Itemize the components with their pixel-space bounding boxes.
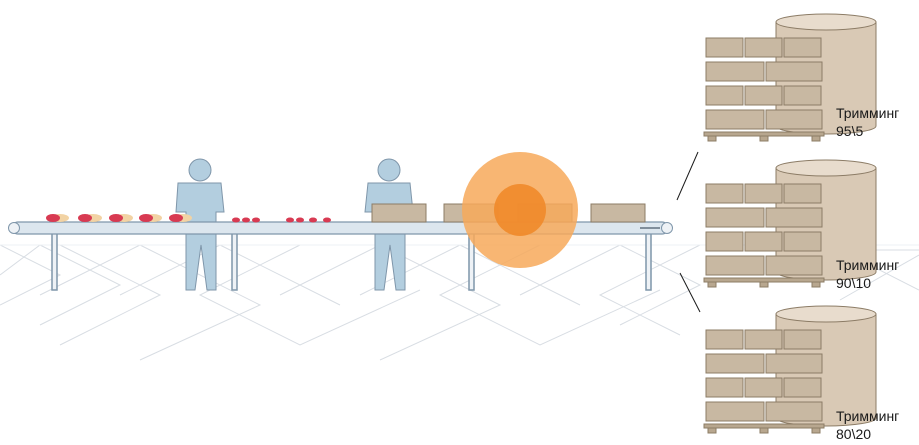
- output-name: Тримминг: [836, 407, 899, 425]
- distribution-lines: [677, 152, 700, 312]
- output-label-2: Тримминг 90\10: [836, 256, 899, 292]
- output-label-1: Тримминг 95\5: [836, 104, 899, 140]
- pallet-icon: [704, 184, 824, 287]
- output-stacks: [704, 14, 876, 433]
- output-name: Тримминг: [836, 104, 899, 122]
- pallet-icon: [704, 38, 824, 141]
- pallet-icon: [704, 330, 824, 433]
- output-ratio: 95\5: [836, 122, 899, 140]
- output-name: Тримминг: [836, 256, 899, 274]
- output-ratio: 90\10: [836, 274, 899, 292]
- output-label-3: Тримминг 80\20: [836, 407, 899, 443]
- output-ratio: 80\20: [836, 425, 899, 443]
- scanner-icon: [462, 152, 578, 268]
